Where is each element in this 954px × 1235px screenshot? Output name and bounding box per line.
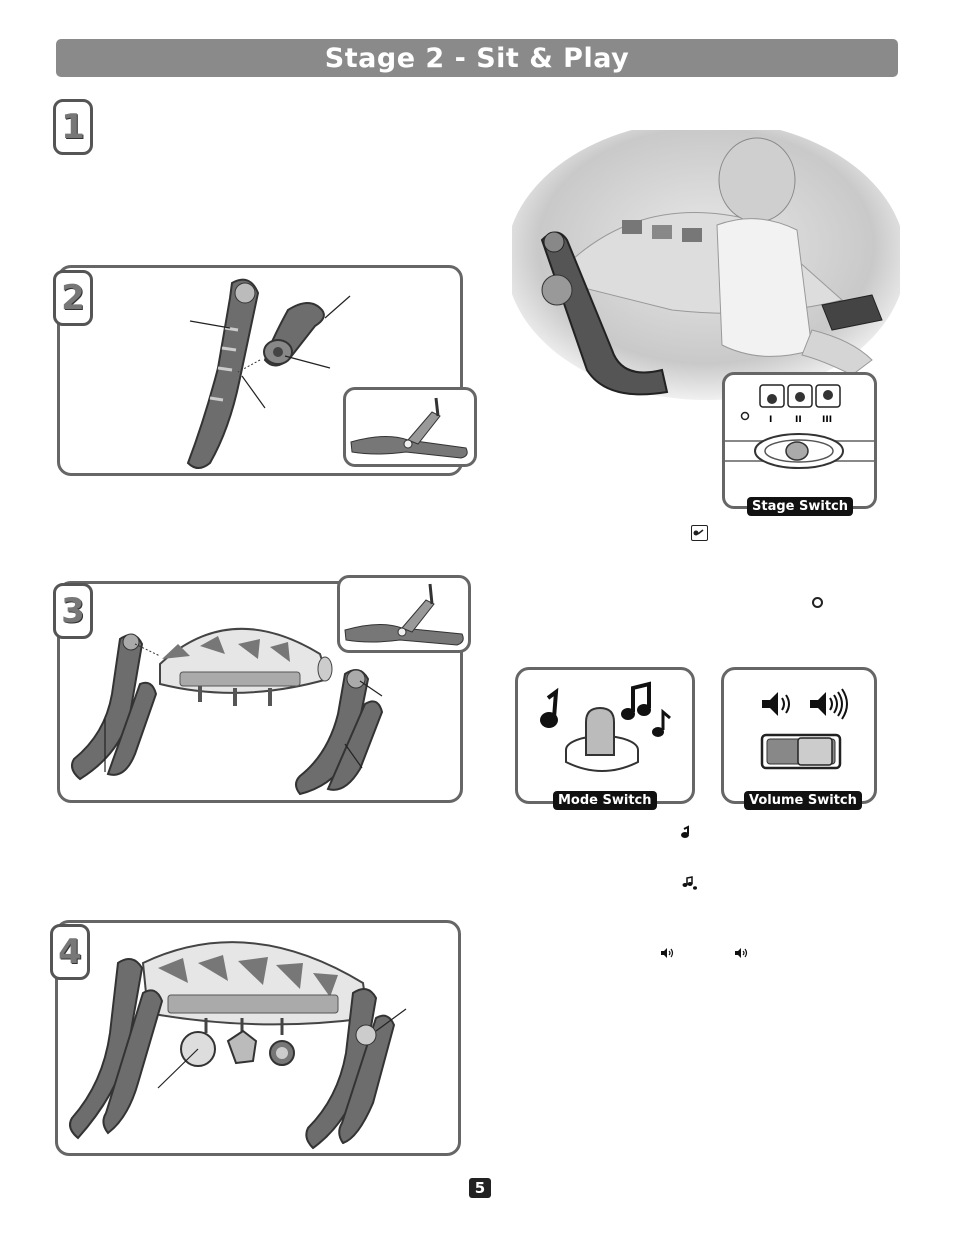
page-title-banner: Stage 2 - Sit & Play [56, 39, 898, 77]
high-volume-inline-icon [734, 947, 748, 959]
volume-switch-label: Volume Switch [744, 791, 862, 810]
leg-assembly-illustration [186, 278, 351, 469]
leg-joint-detail-illustration [350, 397, 468, 459]
stage-position-ii: II [795, 415, 802, 425]
mode-switch-illustration [540, 681, 671, 772]
page-number: 5 [469, 1178, 491, 1198]
stage-switch-knob[interactable] [785, 441, 809, 461]
low-volume-icon [762, 692, 790, 716]
step-4-panel [55, 920, 461, 1156]
leg-lock-detail-illustration [344, 583, 464, 646]
stage-switch-panel: I II III [722, 372, 877, 509]
baby-playing-photo [512, 130, 900, 400]
multi-note-inline-icon [682, 876, 698, 890]
step-number-1: 1 [53, 99, 93, 155]
high-volume-icon [810, 688, 848, 720]
off-indicator-icon [812, 597, 823, 608]
stage-switch-label: Stage Switch [747, 497, 854, 516]
mode-switch-label: Mode Switch [553, 791, 657, 810]
mode-switch-panel [515, 667, 695, 804]
step-number-3: 3 [53, 583, 93, 639]
step-number-2: 2 [53, 270, 93, 326]
volume-switch-panel [721, 667, 877, 804]
step-number-4: 4 [50, 924, 90, 980]
step-2-detail-inset [343, 387, 477, 467]
toy-bar-leg-illustration [71, 627, 384, 796]
single-note-icon [540, 687, 559, 728]
stage-ii-icon [691, 525, 708, 541]
volume-switch-illustration [760, 688, 848, 770]
stage-position-iii: III [822, 415, 832, 425]
multi-note-icon [621, 681, 671, 737]
step-3-detail-inset [337, 575, 471, 653]
step-2-panel [57, 265, 463, 476]
volume-switch-slider[interactable] [797, 737, 833, 766]
low-volume-inline-icon [660, 947, 674, 959]
stage-position-i: I [769, 415, 772, 425]
baby-photo-illustration [512, 130, 900, 400]
page-title: Stage 2 - Sit & Play [324, 42, 630, 74]
single-note-inline-icon [680, 825, 692, 839]
mode-switch-lever[interactable] [585, 706, 615, 756]
toys-attachment-illustration [69, 941, 407, 1150]
stage-switch-illustration: I II III [725, 384, 874, 469]
